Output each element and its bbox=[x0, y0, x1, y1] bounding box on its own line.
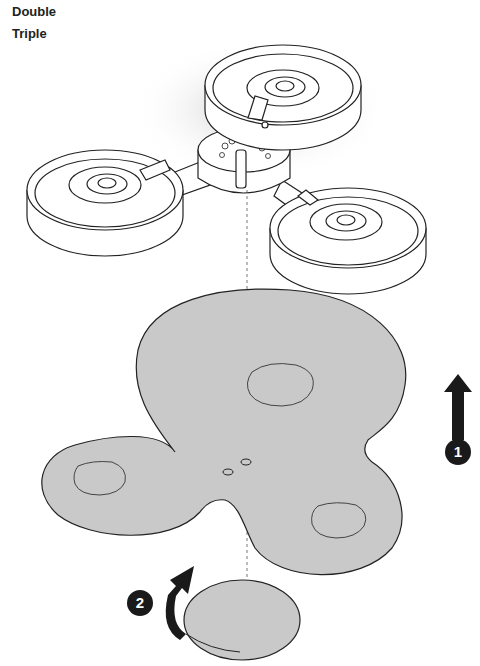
model-label: Triple bbox=[12, 26, 47, 42]
callout-number: 2 bbox=[127, 590, 153, 616]
fixture bbox=[27, 45, 426, 294]
model-label: Double bbox=[12, 4, 56, 20]
shadow bbox=[130, 40, 390, 180]
rotate-arrow-tail bbox=[186, 634, 240, 652]
rotate-arrow bbox=[166, 566, 194, 640]
arrow-up bbox=[444, 374, 472, 440]
cap-disc bbox=[184, 580, 300, 660]
callout-number: 1 bbox=[445, 439, 471, 465]
canopy-plate bbox=[42, 289, 406, 575]
